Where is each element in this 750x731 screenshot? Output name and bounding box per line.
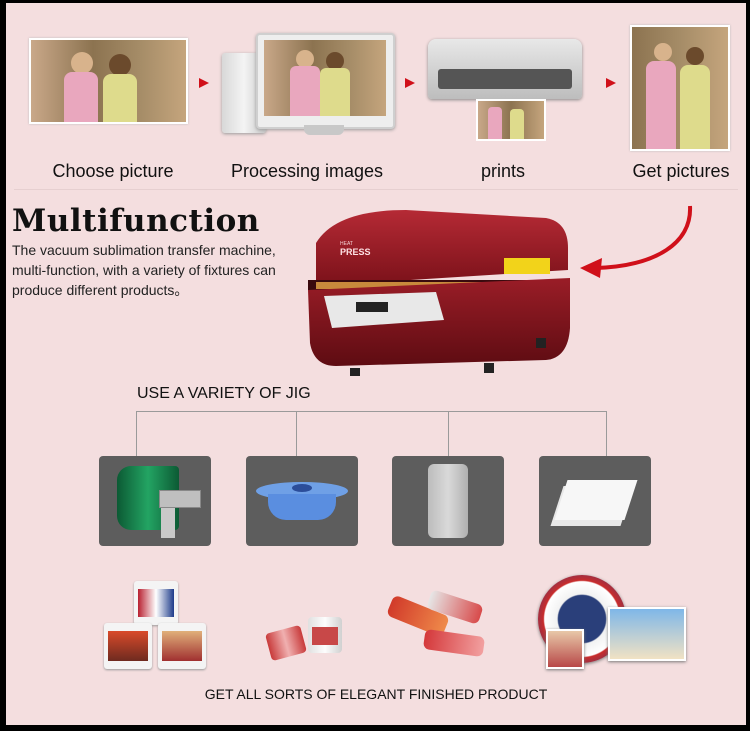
step-arrow-1-icon: [199, 78, 209, 88]
step-label-processing-images: Processing images: [230, 161, 384, 181]
finished-product-caption: GET ALL SORTS OF ELEGANT FINISHED PRODUC…: [204, 686, 548, 702]
section-divider: [14, 189, 738, 190]
machine-brand-main: PRESS: [340, 247, 371, 257]
description-line-1: The vacuum sublimation transfer machine,: [12, 242, 276, 258]
jig-tree-stem-2: [296, 411, 297, 456]
step-label-choose-picture: Choose picture: [52, 161, 174, 181]
phone-case-jig-icon: [392, 456, 504, 546]
choose-picture-photo: [29, 38, 188, 124]
printer-icon: [428, 39, 582, 99]
finished-cans-product: [264, 613, 348, 662]
monitor-icon: [256, 33, 395, 129]
finished-phone-cases-product: [384, 589, 494, 661]
step-label-get-pictures: Get pictures: [632, 161, 730, 181]
jig-section-title: USE A VARIETY OF JIG: [137, 385, 311, 402]
curved-arrow-icon: [580, 205, 693, 278]
jig-tree-stem-1: [136, 411, 137, 456]
jig-tree-top-line: [136, 411, 606, 412]
heat-press-machine: HEAT PRESS: [296, 208, 571, 378]
jig-tree-stem-4: [606, 411, 607, 456]
finished-plates-frames-product: [536, 573, 686, 671]
plate-jig-icon: [246, 456, 358, 546]
jig-tree-stem-3: [448, 411, 449, 456]
finished-mugs-product: [94, 579, 224, 671]
monitor-stand: [304, 125, 344, 135]
multifunction-heading: Multifunction: [12, 203, 260, 239]
step-arrow-2-icon: [405, 78, 415, 88]
mug-wrap-jig-icon: [99, 456, 211, 546]
printer-output-photo: [476, 99, 546, 141]
description-line-3: produce different products。: [12, 282, 189, 298]
description-line-2: multi-function, with a variety of fixtur…: [12, 262, 276, 278]
machine-brand-top: HEAT: [340, 241, 353, 247]
step-arrow-3-icon: [606, 78, 616, 88]
infographic-canvas: Choose picture Processing images prints …: [6, 3, 746, 725]
step-label-prints: prints: [480, 161, 525, 181]
finished-picture-photo: [630, 25, 730, 151]
sponge-pad-jig-icon: [539, 456, 651, 546]
